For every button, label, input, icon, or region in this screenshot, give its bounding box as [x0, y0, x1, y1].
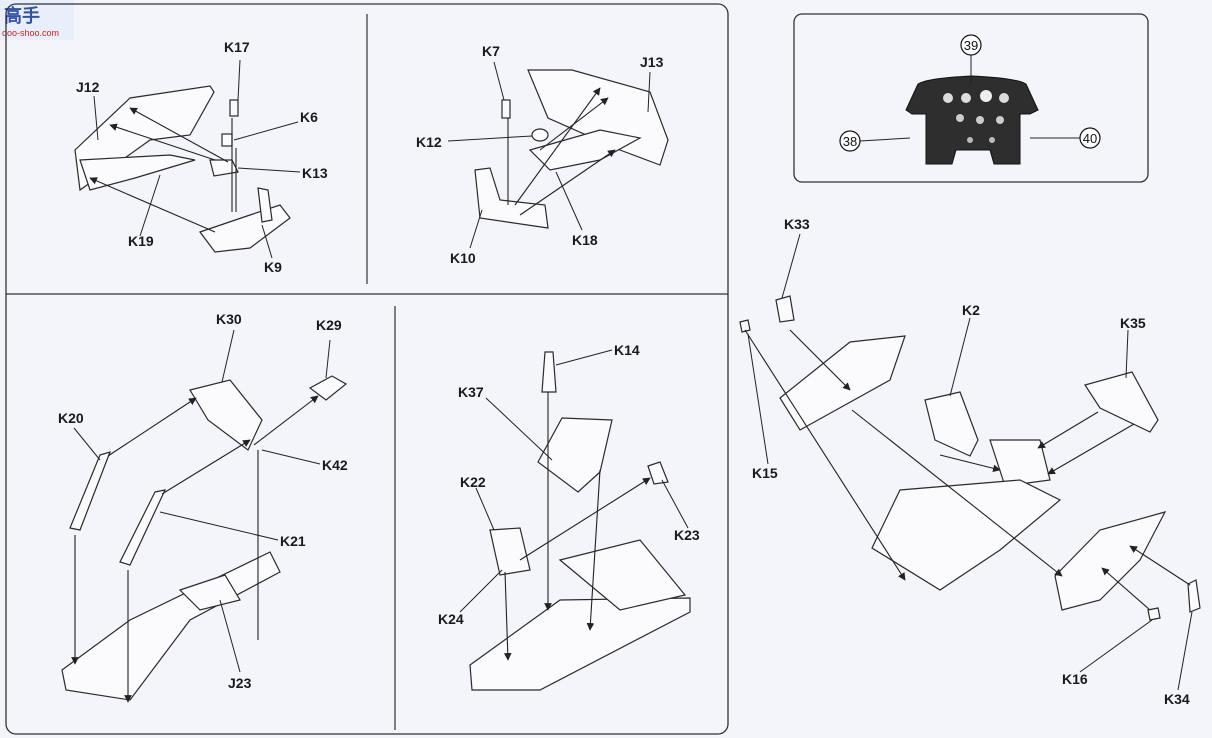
callout-number: 40 — [1083, 131, 1097, 146]
step-panel-cockpit-tub-a — [74, 59, 301, 259]
part-label: J23 — [228, 675, 252, 691]
part-label: K42 — [322, 457, 348, 473]
watermark-site-text: ooo-shoo.com — [2, 28, 59, 38]
part-label: K24 — [438, 611, 464, 627]
watermark-logo: 高手 ooo-shoo.com — [0, 0, 74, 40]
part-label: J12 — [76, 79, 100, 95]
part-label: K15 — [752, 465, 778, 481]
part-label: K21 — [280, 533, 306, 549]
part-label: K37 — [458, 384, 484, 400]
step-panel-cockpit-tub-b — [447, 61, 669, 249]
part-label: K23 — [674, 527, 700, 543]
part-label: K29 — [316, 317, 342, 333]
part-label: K14 — [614, 342, 640, 358]
part-label: K30 — [216, 311, 242, 327]
callout-39: 39 — [960, 34, 982, 84]
part-label: K2 — [962, 302, 980, 318]
assembly-frame — [5, 3, 729, 735]
part-label: K18 — [572, 232, 598, 248]
part-label: K22 — [460, 474, 486, 490]
part-label: K9 — [264, 259, 282, 275]
step-panel-seat-and-stick — [459, 349, 691, 691]
decal-inset-box — [793, 13, 1149, 183]
callout-number: 39 — [964, 38, 978, 53]
part-label: K17 — [224, 39, 250, 55]
part-label: K7 — [482, 43, 500, 59]
part-label: K20 — [58, 410, 84, 426]
watermark-logo-text: 高手 — [4, 5, 40, 27]
part-label: K13 — [302, 165, 328, 181]
part-label: K12 — [416, 134, 442, 150]
callout-number: 38 — [843, 134, 857, 149]
part-label: J13 — [640, 54, 664, 70]
step-panel-frame-assembly-a — [61, 329, 348, 703]
part-label: K35 — [1120, 315, 1146, 331]
part-label: K6 — [300, 109, 318, 125]
part-label: K19 — [128, 233, 154, 249]
part-label: K33 — [784, 216, 810, 232]
part-label: K16 — [1062, 671, 1088, 687]
instrument-panel-decal — [905, 75, 1039, 165]
part-label: K10 — [450, 250, 476, 266]
callout-38: 38 — [839, 130, 911, 152]
step-final-cockpit-assembly — [739, 233, 1201, 691]
callout-40: 40 — [1030, 127, 1101, 149]
part-label: K34 — [1164, 691, 1190, 707]
